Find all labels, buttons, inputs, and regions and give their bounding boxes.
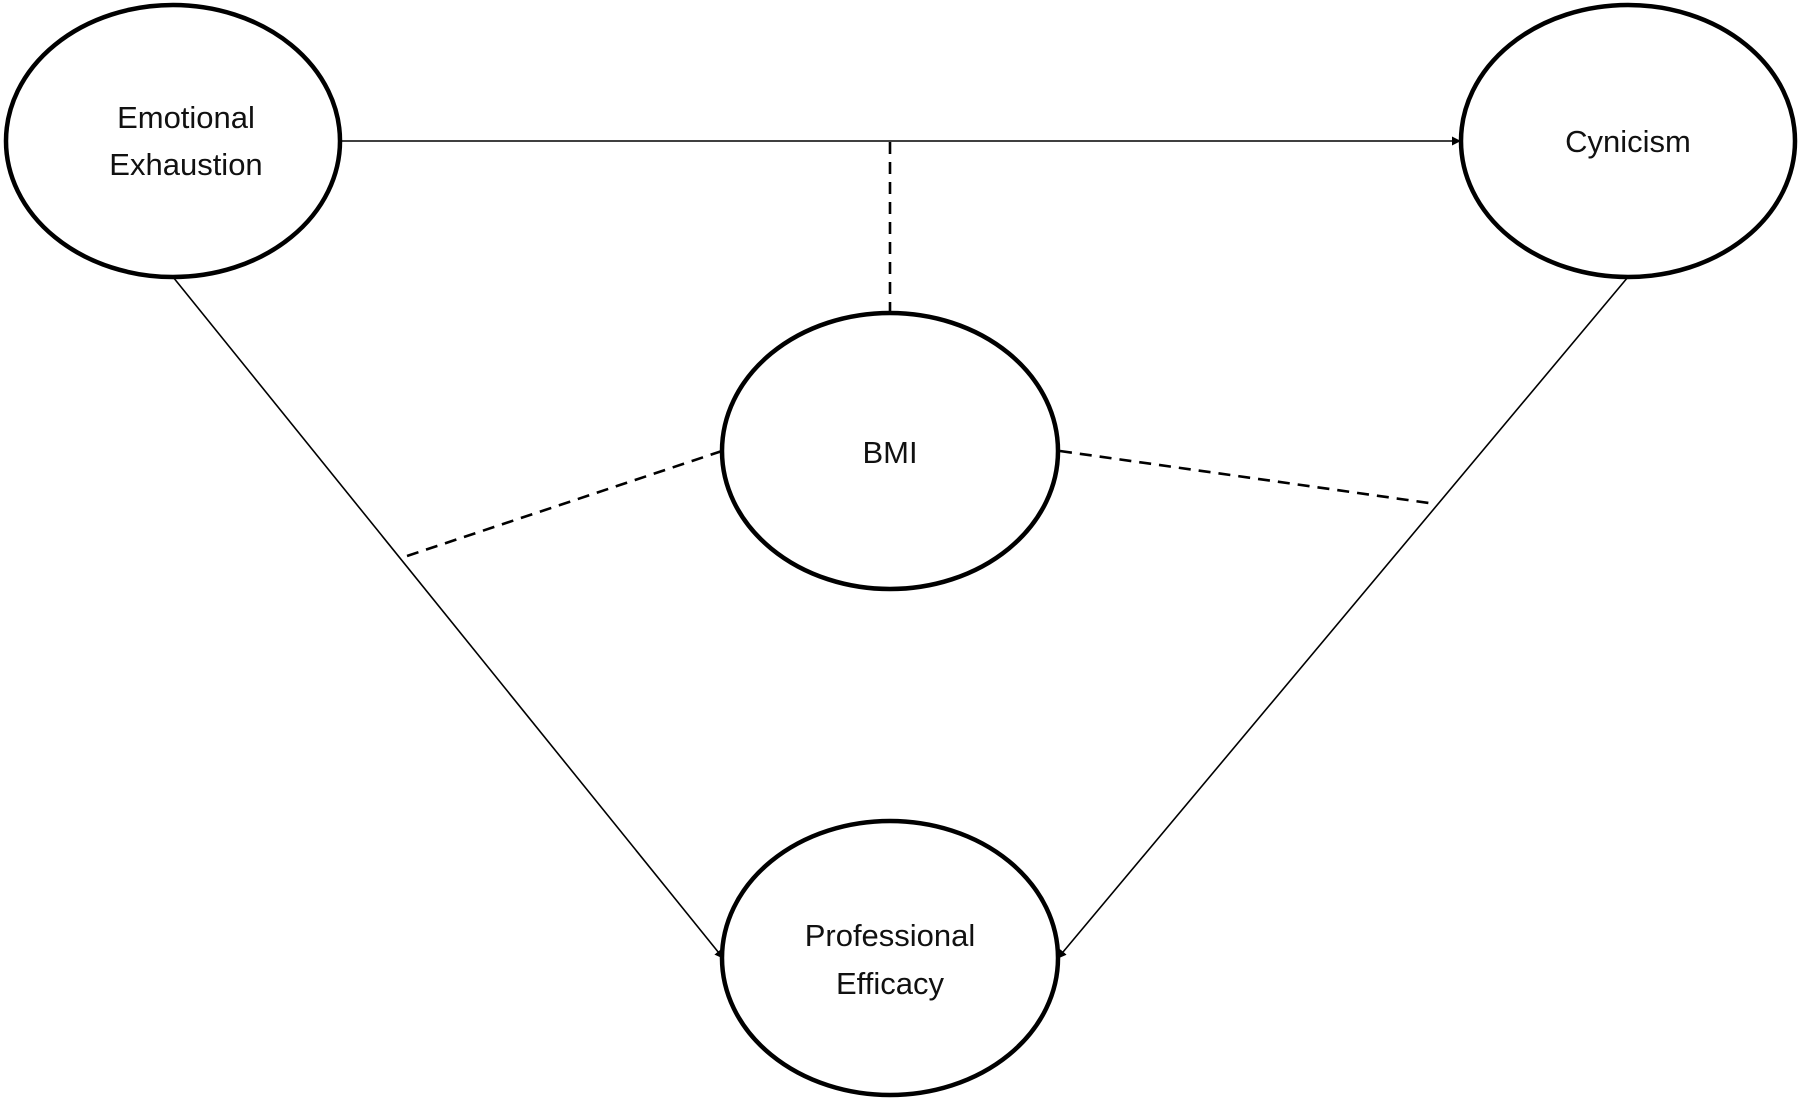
edge-exhaustion-to-efficacy (172, 276, 724, 959)
node-label-line1: Cynicism (1565, 124, 1691, 159)
node-ellipse (1458, 2, 1798, 280)
node-emotional-exhaustion: Emotional Exhaustion (3, 2, 343, 280)
node-ellipse (3, 2, 343, 280)
node-label-line2: Exhaustion (109, 147, 262, 182)
node-ellipse (719, 310, 1061, 592)
node-bmi: BMI (719, 310, 1061, 592)
moderation-bmi-to-right-path (1059, 449, 1437, 506)
node-label-line1: BMI (862, 435, 917, 470)
node-label-line2: Efficacy (836, 966, 944, 1001)
edge-cynicism-to-efficacy (1057, 276, 1629, 959)
node-professional-efficacy: Professional Efficacy (719, 818, 1061, 1098)
node-cynicism: Cynicism (1458, 2, 1798, 280)
node-label-line1: Professional (805, 918, 976, 953)
node-ellipse (719, 818, 1061, 1098)
node-label-line1: Emotional (117, 100, 255, 135)
moderation-bmi-to-left-path (400, 449, 723, 560)
